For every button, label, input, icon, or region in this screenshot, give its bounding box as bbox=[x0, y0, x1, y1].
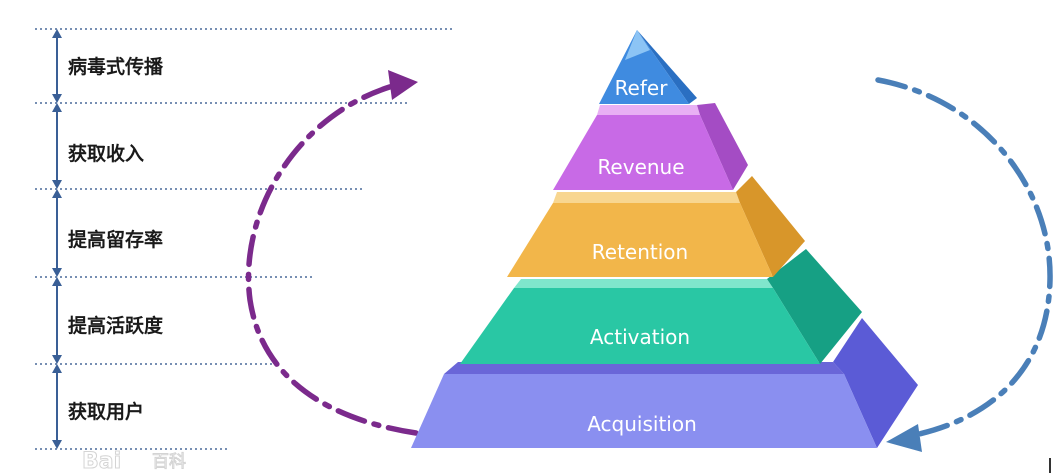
retention-top-face bbox=[553, 192, 740, 203]
watermark: Bai 百科 bbox=[82, 449, 187, 473]
watermark-text: Bai bbox=[82, 449, 121, 473]
pyramid-level-activation: Activation bbox=[460, 249, 862, 364]
activation-top-face bbox=[514, 279, 773, 288]
stage-label-acquisition: 获取用户 bbox=[68, 400, 144, 423]
revenue-top-face bbox=[597, 105, 700, 115]
vertical-arrows bbox=[52, 29, 62, 449]
pyramid-level-acquisition: Acquisition bbox=[411, 318, 918, 448]
refer-side-face bbox=[637, 30, 697, 104]
left-cycle-arrow bbox=[245, 81, 419, 436]
revenue-front-face bbox=[553, 115, 733, 190]
refer-front-face bbox=[599, 30, 689, 104]
acquisition-top-face bbox=[444, 362, 844, 374]
pyramid-level-retention: Retention bbox=[507, 176, 805, 277]
stage-labels: 病毒式传播 获取收入 提高留存率 提高活跃度 获取用户 bbox=[68, 55, 164, 423]
acquisition-front-face bbox=[411, 374, 877, 448]
watermark-text-cn: 百科 bbox=[152, 452, 186, 472]
activation-side-face bbox=[767, 249, 862, 364]
stage-label-revenue: 获取收入 bbox=[68, 142, 144, 165]
refer-label: Refer bbox=[615, 76, 669, 100]
refer-highlight-face bbox=[625, 30, 650, 60]
stage-label-viral: 病毒式传播 bbox=[68, 55, 164, 78]
activation-front-face bbox=[460, 288, 820, 364]
retention-front-face bbox=[507, 203, 773, 277]
pyramid-level-revenue: Revenue bbox=[553, 103, 748, 190]
revenue-label: Revenue bbox=[597, 155, 684, 179]
stage-label-activation: 提高活跃度 bbox=[68, 314, 164, 337]
right-cycle-arrow bbox=[875, 77, 1053, 439]
retention-label: Retention bbox=[592, 240, 688, 264]
revenue-side-face bbox=[697, 103, 748, 190]
right-arrowhead-icon bbox=[886, 424, 922, 452]
acquisition-side-face bbox=[833, 318, 918, 448]
stage-label-retention: 提高留存率 bbox=[68, 228, 163, 251]
retention-side-face bbox=[736, 176, 805, 277]
activation-label: Activation bbox=[590, 325, 690, 349]
level-lines bbox=[35, 28, 454, 450]
left-arrowhead-icon bbox=[388, 70, 418, 100]
pyramid: Acquisition Activation Retention Revenue bbox=[411, 30, 918, 448]
pyramid-level-refer: Refer bbox=[599, 30, 697, 104]
acquisition-label: Acquisition bbox=[587, 412, 697, 436]
